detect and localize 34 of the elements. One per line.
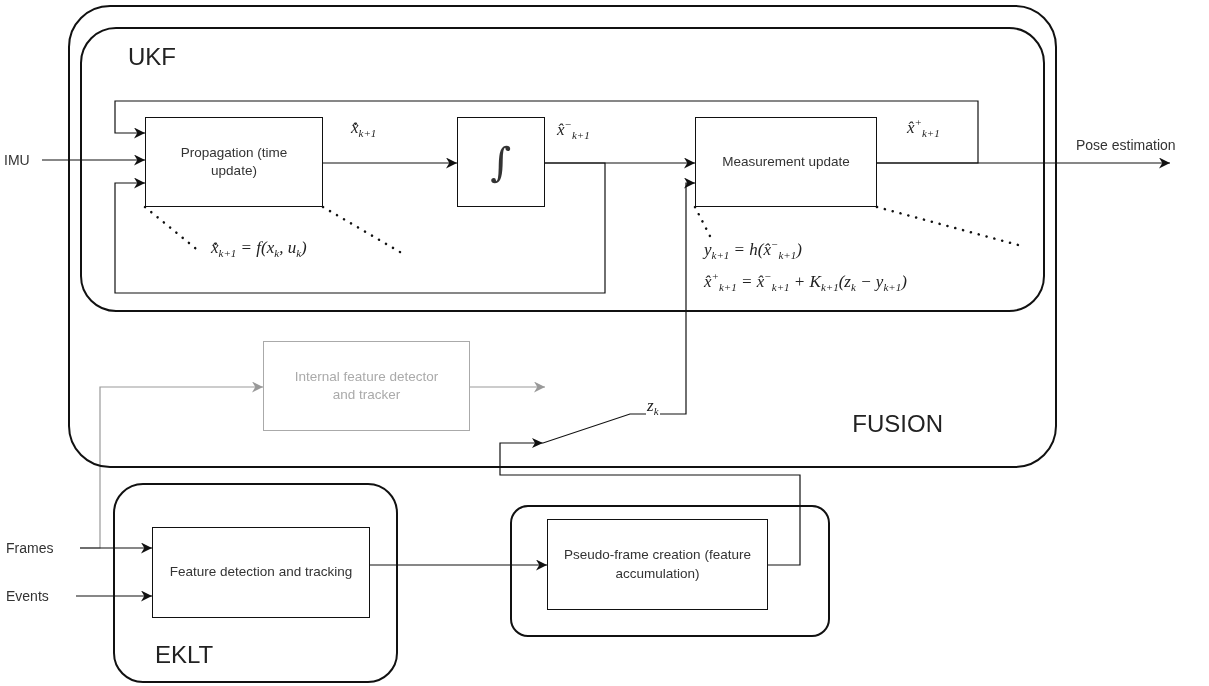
group-container — [80, 27, 1045, 312]
arrow — [79, 542, 153, 554]
arrow — [114, 162, 606, 294]
signal-label: Pose estimation — [1076, 137, 1176, 153]
arrow — [41, 154, 146, 166]
box-label: Internal feature detector and tracker — [293, 367, 440, 404]
signal-label: Events — [6, 588, 49, 604]
integral-symbol: ∫ — [490, 138, 512, 187]
signal-label: IMU — [4, 152, 30, 168]
equation: x̂$^{+}$$_{k+1}$ = x̂$^{−}$$_{k+1}$ + K$_{k+1}$(z$_{k}$ − y$_{k+1}$) — [704, 270, 907, 294]
box-label: Propagation (time update) — [179, 143, 289, 180]
arrow — [114, 100, 979, 164]
arrow — [499, 177, 801, 566]
equation: y$_{k+1}$ = h(x̂$^{−}$$_{k+1}$) — [704, 238, 802, 262]
box-label: Measurement update — [722, 152, 850, 171]
process-box — [547, 519, 768, 610]
group-container — [68, 5, 1057, 468]
group-title: UKF — [128, 43, 176, 71]
arrow — [75, 590, 153, 602]
process-box — [152, 527, 370, 618]
signal-label: Frames — [6, 540, 54, 556]
leader-line — [321, 205, 402, 254]
arrow — [322, 157, 458, 169]
inactive-process-box — [263, 341, 470, 431]
box-label: Pseudo-frame creation (feature accumulation) — [563, 546, 752, 583]
group-title: EKLT — [155, 641, 214, 669]
arrow — [469, 381, 546, 393]
arrow — [369, 559, 548, 571]
equation: x̂̇$_{k+1}$ = f(x$_{k}$, u$_{k}$) — [211, 238, 307, 260]
group-title: FUSION — [852, 410, 943, 438]
group-container — [113, 483, 398, 683]
rounded-container — [510, 505, 830, 637]
process-box — [457, 117, 545, 207]
box-label: Feature detection and tracking — [169, 563, 353, 582]
